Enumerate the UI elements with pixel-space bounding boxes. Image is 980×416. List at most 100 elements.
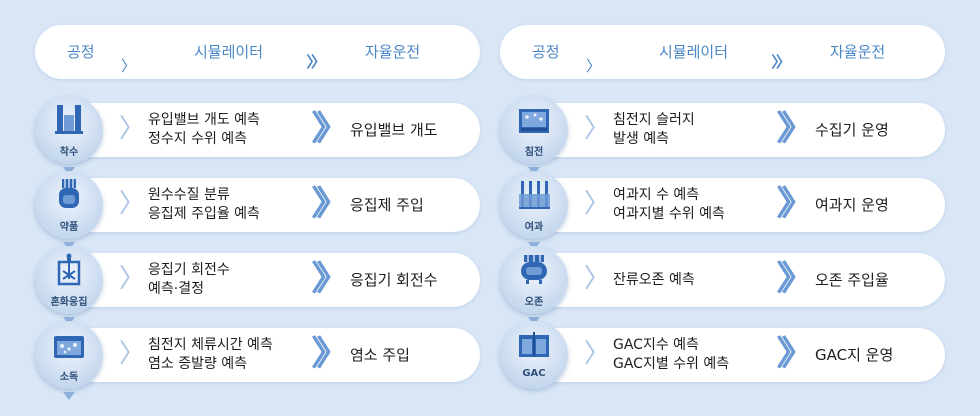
process-row: 소독 〉 침전지 체류시간 예측 염소 증발량 예측 〉〉 염소 주입	[35, 317, 480, 400]
row-pill	[515, 103, 945, 157]
autonomous-text: 응집기 회전수	[350, 271, 438, 289]
simulator-text: 침전지 슬러지 발생 예측	[613, 103, 695, 157]
row-pill	[50, 178, 480, 232]
autonomous-text: 수집기 운영	[815, 121, 889, 139]
chevron-right-icon: 〉	[584, 264, 611, 294]
process-row: 오존 〉 잔류오존 예측 〉〉 오존 주입율	[500, 242, 945, 325]
autonomous-text: 응집제 주입	[350, 196, 424, 214]
simulator-line: 침전지 슬러지	[613, 112, 695, 128]
filter-icon	[519, 181, 550, 209]
down-arrow-icon	[63, 392, 75, 400]
header-process-label: 공정	[532, 43, 560, 61]
process-row: GAC 〉 GAC지수 예측 GAC지별 수위 예측 〉〉 GAC지 운영	[500, 317, 945, 392]
chevron-right-icon: 〉	[119, 189, 146, 219]
header-bar: 공정 〉 시뮬레이터 〉〉 자율운전	[500, 25, 945, 79]
node-label: 침전	[524, 147, 544, 158]
simulator-text: 응집기 회전수 예측·결정	[148, 253, 230, 307]
row-pill	[50, 103, 480, 157]
node-label: GAC	[522, 368, 546, 379]
simulator-line: 정수지 수위 예측	[148, 131, 248, 147]
row-pill	[515, 178, 945, 232]
simulator-text: 원수수질 분류 응집제 주입율 예측	[148, 178, 260, 232]
double-chevron-icon: 〉〉	[311, 259, 350, 299]
simulator-line: 잔류오존 예측	[613, 271, 695, 288]
autonomous-text: 오존 주입율	[815, 271, 889, 289]
chevron-right-icon: 〉	[121, 57, 137, 75]
process-node: 소독	[35, 321, 103, 400]
process-node: 약품	[35, 171, 103, 250]
double-chevron-icon: 〉〉	[311, 109, 350, 149]
double-chevron-icon: 〉〉	[311, 184, 350, 224]
process-row: 혼화응집 〉 응집기 회전수 예측·결정 〉〉 응집기 회전수	[35, 242, 480, 325]
simulator-text: GAC지수 예측 GAC지별 수위 예측	[613, 328, 729, 382]
sedimentation-tank-icon	[519, 109, 549, 133]
header-process-label: 공정	[67, 43, 95, 61]
header-autonomous-label: 자율운전	[365, 43, 421, 61]
simulator-text: 유입밸브 개도 예측 정수지 수위 예측	[148, 103, 260, 157]
chevron-right-icon: 〉	[119, 264, 146, 294]
row-pill	[50, 328, 480, 382]
node-label: 소독	[59, 372, 79, 383]
simulator-line: GAC지수 예측	[613, 337, 699, 353]
mixer-icon	[57, 253, 81, 286]
simulator-line: 여과지별 수위 예측	[613, 206, 725, 222]
left-process-column: 공정 〉 시뮬레이터 〉〉 자율운전 착수 〉 유입밸브 개도 예측 정수지 수…	[35, 25, 480, 400]
process-row: 여과 〉 여과지 수 예측 여과지별 수위 예측 〉〉 여과지 운영	[500, 167, 945, 250]
autonomous-text: 여과지 운영	[815, 196, 889, 214]
simulator-line: 염소 증발량 예측	[148, 356, 248, 372]
header-autonomous-label: 자율운전	[830, 43, 886, 61]
simulator-text: 잔류오존 예측	[613, 253, 695, 307]
simulator-line: 침전지 체류시간 예측	[148, 337, 273, 353]
simulator-line: 유입밸브 개도 예측	[148, 112, 260, 128]
simulator-text: 침전지 체류시간 예측 염소 증발량 예측	[148, 328, 273, 382]
node-label: 여과	[524, 222, 544, 233]
simulator-line: 원수수질 분류	[148, 187, 230, 203]
process-row: 약품 〉 원수수질 분류 응집제 주입율 예측 〉〉 응집제 주입	[35, 167, 480, 250]
intake-gate-icon	[55, 105, 83, 134]
chevron-right-icon: 〉	[119, 339, 146, 369]
row-pill	[50, 253, 480, 307]
double-chevron-icon: 〉〉	[776, 109, 815, 149]
chemical-tank-icon	[59, 179, 79, 208]
gac-tank-icon	[519, 332, 549, 357]
row-pill	[515, 328, 945, 382]
simulator-text: 여과지 수 예측 여과지별 수위 예측	[613, 178, 725, 232]
autonomous-text: GAC지 운영	[815, 346, 894, 364]
node-label: 착수	[59, 147, 79, 158]
process-node: 혼화응집	[35, 246, 103, 325]
header-simulator-label: 시뮬레이터	[194, 43, 264, 61]
double-chevron-icon: 〉〉	[311, 334, 350, 374]
right-process-column: 공정 〉 시뮬레이터 〉〉 자율운전 침전 〉 침전지 슬러지 발생 예측 〉〉	[500, 25, 945, 392]
process-node: 침전	[500, 96, 568, 175]
chevron-right-icon: 〉	[586, 57, 602, 75]
simulator-line: 여과지 수 예측	[613, 187, 700, 203]
process-node: 오존	[500, 246, 568, 325]
node-label: 약품	[59, 222, 79, 233]
simulator-line: 응집제 주입율 예측	[148, 206, 260, 222]
simulator-line: 예측·결정	[148, 281, 204, 297]
disinfection-tank-icon	[54, 336, 84, 358]
double-chevron-icon: 〉〉	[776, 259, 815, 299]
autonomous-text: 염소 주입	[350, 346, 410, 364]
chevron-right-icon: 〉	[584, 339, 611, 369]
process-node: GAC	[500, 321, 568, 389]
node-label: 혼화응집	[50, 297, 88, 308]
autonomous-text: 유입밸브 개도	[350, 121, 438, 139]
simulator-line: GAC지별 수위 예측	[613, 356, 730, 372]
process-row: 착수 〉 유입밸브 개도 예측 정수지 수위 예측 〉〉 유입밸브 개도	[35, 92, 480, 175]
chevron-right-icon: 〉	[119, 114, 146, 144]
simulator-line: 발생 예측	[613, 131, 669, 147]
header-simulator-label: 시뮬레이터	[659, 43, 729, 61]
chevron-right-icon: 〉	[584, 114, 611, 144]
simulator-line: 응집기 회전수	[148, 262, 230, 278]
process-node: 여과	[500, 171, 568, 250]
row-pill	[515, 253, 945, 307]
chevron-right-icon: 〉	[584, 189, 611, 219]
process-node: 착수	[35, 96, 103, 175]
process-row: 침전 〉 침전지 슬러지 발생 예측 〉〉 수집기 운영	[500, 92, 945, 175]
double-chevron-icon: 〉〉	[776, 334, 815, 374]
ozone-tank-icon	[521, 255, 547, 284]
header-bar: 공정 〉 시뮬레이터 〉〉 자율운전	[35, 25, 480, 79]
node-label: 오존	[524, 297, 544, 308]
double-chevron-icon: 〉〉	[776, 184, 815, 224]
